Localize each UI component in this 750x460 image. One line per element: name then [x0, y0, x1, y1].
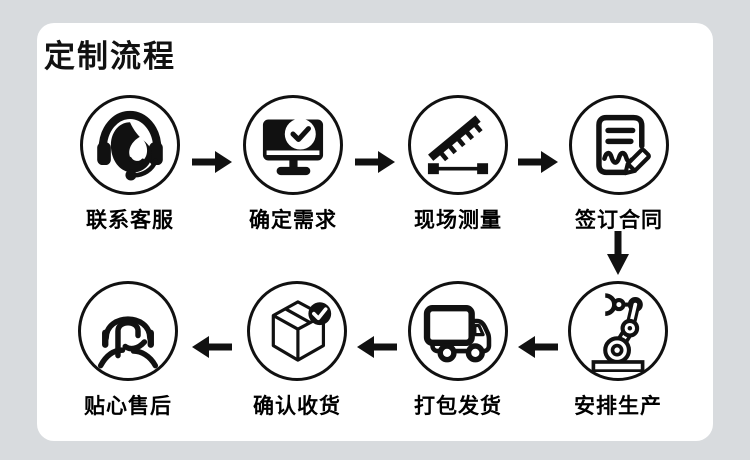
robot-arm-icon — [591, 293, 645, 372]
measure-ruler-icon — [427, 115, 489, 175]
step-confirm-receipt: 确认收货 — [237, 281, 357, 420]
step-label: 联系客服 — [86, 209, 174, 232]
step-label: 确认收货 — [253, 395, 341, 418]
arrow-down-icon — [607, 231, 629, 275]
monitor-check-icon — [262, 118, 324, 176]
step-circle — [408, 95, 508, 195]
after-sales-support-icon — [97, 316, 159, 369]
step-pack-ship: 打包发货 — [398, 281, 518, 420]
step-sign-contract: 签订合同 — [559, 95, 679, 234]
step-label: 贴心售后 — [84, 395, 172, 418]
step-label: 打包发货 — [414, 395, 502, 418]
box-received-icon — [271, 300, 332, 362]
step-contact-service: 联系客服 — [70, 95, 190, 234]
step-confirm-requirements: 确定需求 — [233, 95, 353, 234]
step-circle — [78, 281, 178, 381]
step-label: 签订合同 — [575, 209, 663, 232]
step-label: 安排生产 — [574, 395, 662, 418]
sign-contract-icon — [596, 114, 651, 176]
arrow-right-icon — [518, 151, 558, 173]
arrow-left-icon — [192, 336, 232, 358]
step-label: 确定需求 — [249, 209, 337, 232]
arrow-right-icon — [355, 151, 395, 173]
step-circle — [568, 281, 668, 381]
arrow-left-icon — [357, 336, 397, 358]
step-label: 现场测量 — [414, 209, 502, 232]
arrow-left-icon — [518, 336, 558, 358]
section-title: 定制流程 — [44, 39, 176, 74]
step-circle — [408, 281, 508, 381]
step-after-sales: 贴心售后 — [68, 281, 188, 420]
step-onsite-measure: 现场测量 — [398, 95, 518, 234]
step-arrange-production: 安排生产 — [558, 281, 678, 420]
customer-service-icon — [97, 110, 163, 181]
step-circle — [569, 95, 669, 195]
step-circle — [247, 281, 347, 381]
step-circle — [243, 95, 343, 195]
step-circle — [80, 95, 180, 195]
delivery-truck-icon — [423, 305, 492, 363]
arrow-right-icon — [192, 151, 232, 173]
